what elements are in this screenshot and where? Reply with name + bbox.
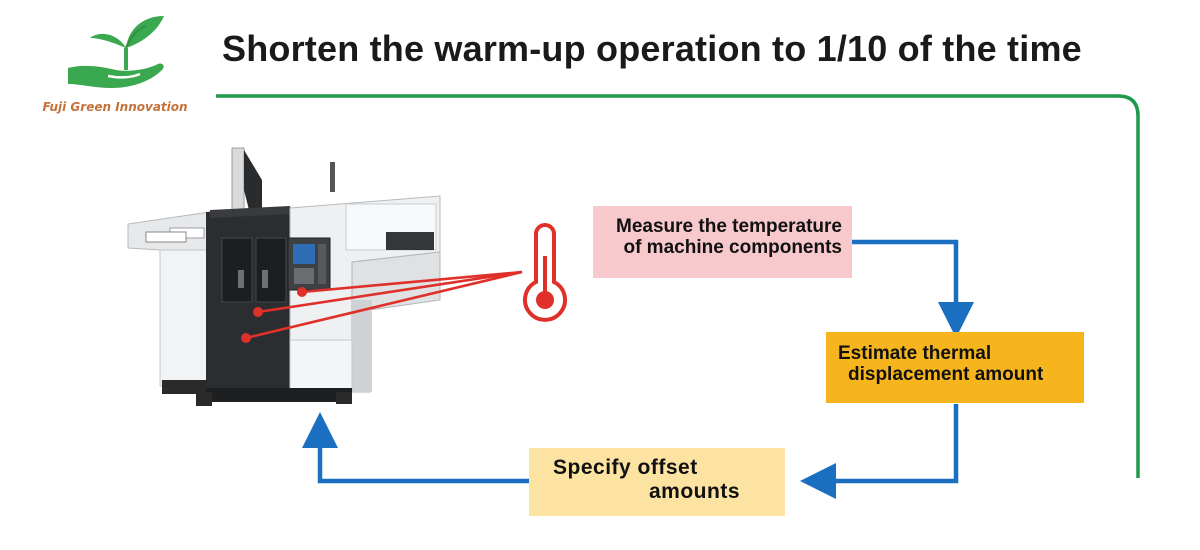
step-specify-offset: Specify offset amounts [529,448,785,516]
arrow-specify-to-machine [302,412,529,484]
arrow-estimate-to-specify [800,404,959,499]
step-estimate-line1: Estimate thermal [838,343,992,364]
sensor-points [241,287,307,343]
brand-logo: Fuji Green Innovation [30,8,200,120]
step-estimate-line2: displacement amount [848,364,1044,386]
sensor-lines [245,270,523,340]
arrow-measure-to-estimate [852,239,974,338]
step-specify-line1: Specify offset [553,456,698,479]
page-title: Shorten the warm-up operation to 1/10 of… [222,28,1082,69]
step-measure-line2: of machine components [623,237,842,259]
flow-arrows [302,239,974,499]
step-measure-temperature: Measure the temperature of machine compo… [593,206,852,278]
cnc-lathe-machine [127,147,441,406]
step-estimate-displacement: Estimate thermal displacement amount [826,332,1084,403]
frame-line [216,94,1140,478]
step-measure-line1: Measure the temperature [616,216,842,237]
step-specify-line2: amounts [649,479,741,503]
thermometer-icon [523,223,567,322]
brand-name: Fuji Green Innovation [42,100,188,114]
sprout-in-hand-icon [68,16,164,88]
